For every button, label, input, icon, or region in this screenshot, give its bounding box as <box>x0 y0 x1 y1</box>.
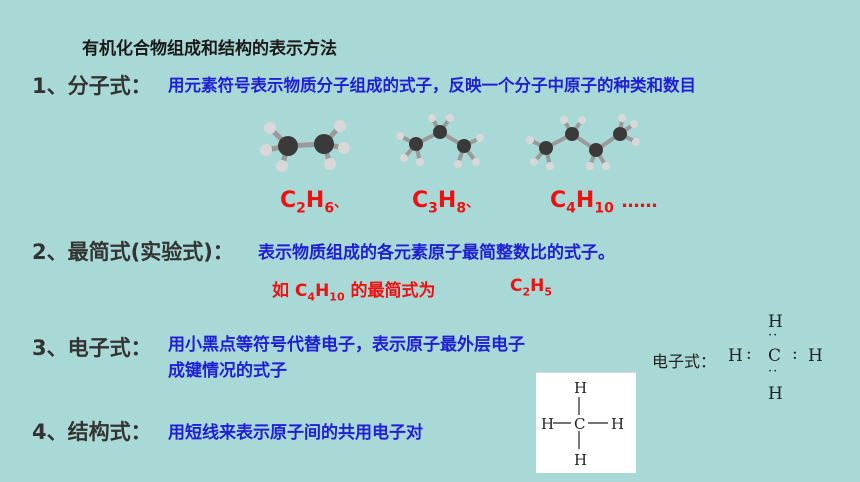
struct-h-bottom: H <box>574 451 588 469</box>
desc-empirical-formula: 表示物质组成的各元素原子最简整数比的式子。 <box>258 243 615 263</box>
ethane-model <box>260 120 350 172</box>
lewis-colon-right: : <box>792 344 798 364</box>
struct-h-left: H <box>541 415 555 433</box>
heading-structural-formula: 4、结构式： <box>32 420 152 444</box>
lewis-h-left: H <box>728 346 743 366</box>
lewis-dots-bottom: ·· <box>768 364 779 379</box>
desc-structural-formula: 用短线来表示原子间的共用电子对 <box>168 423 423 443</box>
page-title: 有机化合物组成和结构的表示方法 <box>82 39 337 59</box>
butane-model <box>526 114 640 170</box>
desc-molecular-formula: 用元素符号表示物质分子组成的式子，反映一个分子中原子的种类和数目 <box>168 76 696 95</box>
propane-model <box>396 114 484 168</box>
structural-formula-box: H H C H H <box>536 372 636 473</box>
lewis-c: C <box>768 346 782 366</box>
empirical-result: C2H5 <box>510 276 553 299</box>
lewis-h-top: H <box>768 312 783 332</box>
desc-electron-formula-line1: 用小黑点等符号代替电子，表示原子最外层电子 <box>168 335 525 355</box>
heading-electron-formula: 3、电子式： <box>32 336 152 360</box>
lewis-h-right: H <box>808 346 823 366</box>
lewis-label: 电子式： <box>652 352 717 371</box>
struct-h-top: H <box>574 379 588 397</box>
lewis-dots-top: ·· <box>768 328 779 343</box>
struct-h-right: H <box>611 415 625 433</box>
formula-butane: C4H10 …… <box>550 188 658 217</box>
desc-electron-formula-line2: 成键情况的式子 <box>168 361 287 381</box>
struct-c: C <box>574 415 586 433</box>
lewis-colon-left: : <box>746 344 752 364</box>
empirical-example: 如 C4H10 的最简式为 <box>272 281 436 304</box>
formula-ethane: C2H6、 <box>280 188 348 217</box>
lewis-h-bottom: H <box>768 384 783 404</box>
heading-molecular-formula: 1、分子式： <box>32 74 152 98</box>
heading-empirical-formula: 2、最简式(实验式)： <box>32 240 234 264</box>
formula-propane: C3H8、 <box>412 188 480 217</box>
